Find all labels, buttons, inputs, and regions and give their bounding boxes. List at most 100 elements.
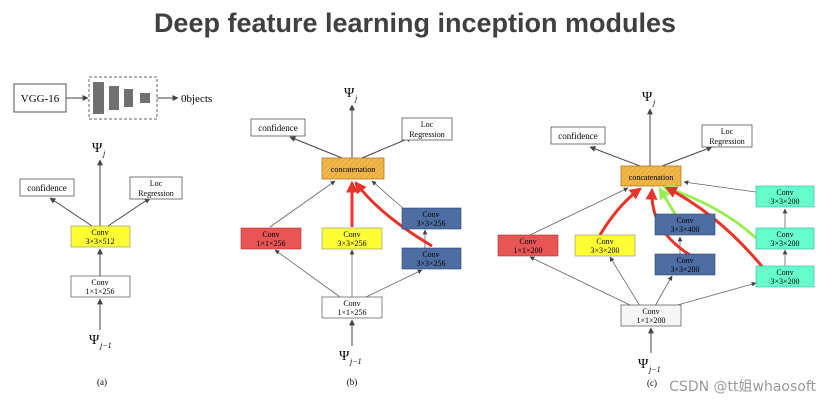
- b-concat: concatenation: [331, 165, 375, 174]
- c-conv-blue-bot: [654, 253, 716, 276]
- a-psi-prev: Ψ: [89, 333, 100, 348]
- a-psi-prev-sub: j−1: [99, 341, 112, 350]
- b-psi-j: Ψ: [344, 86, 355, 101]
- c-conv-blue-bot-2: 3×3×200: [670, 265, 699, 274]
- a-conv-main: [70, 225, 131, 248]
- c-line-tealtop-concat: [683, 180, 757, 193]
- b-conv-blue-bot-2: 3×3×256: [416, 259, 445, 268]
- b-conv-yellow: [321, 227, 383, 250]
- c-line-base-bluebot: [654, 275, 673, 307]
- diagram-a: Ψ j confidence Loc Regression Conv 3×3×5…: [19, 141, 183, 387]
- a-conv-base-1: Conv: [91, 278, 108, 287]
- b-conv-blue-bot: [401, 247, 462, 270]
- c-confidence-box: [550, 126, 606, 145]
- objects-label: 0bjects: [181, 93, 212, 105]
- a-arrow-to-loc: [107, 197, 151, 227]
- a-caption: (a): [97, 377, 107, 387]
- c-conv-base-1: Conv: [642, 307, 659, 316]
- a-psi-j: Ψ: [92, 141, 103, 156]
- b-concat-box: [321, 157, 385, 180]
- b-line-base-red: [274, 249, 341, 298]
- b-conv-base-1: Conv: [343, 299, 360, 308]
- vgg-label: VGG-16: [21, 93, 60, 105]
- feature-map-4: [140, 93, 150, 103]
- a-loc-1: Loc: [150, 179, 163, 188]
- b-caption: (b): [347, 377, 358, 387]
- c-psi-j-sub: j: [652, 98, 656, 107]
- c-conv-red-2: 1×1×200: [513, 246, 542, 255]
- b-line-base-bluebot: [365, 269, 423, 298]
- c-conv-teal-bot-2: 3×3×200: [770, 277, 799, 286]
- b-conv-blue-top-1: Conv: [422, 210, 439, 219]
- c-line-base-tealbot: [673, 281, 757, 307]
- b-confidence-box: [250, 118, 306, 137]
- b-loc-1: Loc: [421, 120, 434, 129]
- c-arrow-to-confidence: [589, 146, 641, 167]
- c-conv-teal-top-1: Conv: [776, 188, 793, 197]
- a-confidence: confidence: [27, 183, 66, 193]
- c-conv-teal-bot: [755, 265, 815, 288]
- b-line-red-concat: [269, 180, 336, 228]
- c-loc-1: Loc: [721, 127, 734, 136]
- c-conv-teal-bot-1: Conv: [776, 268, 793, 277]
- c-conv-teal-mid: [755, 227, 815, 250]
- c-loc-box: [701, 124, 753, 148]
- b-conv-red-2: 1×1×256: [256, 239, 285, 248]
- c-conv-teal-mid-1: Conv: [776, 230, 793, 239]
- c-arrow-to-loc: [661, 146, 713, 167]
- b-line-bluetop-concat: [371, 180, 406, 211]
- c-conv-teal-top-2: 3×3×200: [770, 197, 799, 206]
- c-confidence: confidence: [558, 131, 597, 141]
- c-conv-blue-top: [654, 213, 716, 236]
- a-conv-base: [70, 275, 131, 298]
- c-line-base-yellow: [609, 256, 641, 307]
- feature-map-2: [109, 86, 119, 110]
- b-conv-blue-bot-1: Conv: [422, 250, 439, 259]
- watermark: CSDN @tt姐whaosoft: [669, 379, 816, 395]
- c-psi-prev-sub: j−1: [648, 365, 661, 374]
- b-confidence: confidence: [258, 123, 297, 133]
- a-arrow-to-confidence: [49, 197, 93, 227]
- c-caption: (c): [647, 378, 657, 388]
- c-psi-j: Ψ: [642, 90, 653, 105]
- vgg-box: [13, 83, 67, 113]
- vgg-section: VGG-16 0bjects: [13, 76, 212, 120]
- a-loc-2: Regression: [138, 189, 174, 198]
- b-loc-box: [401, 117, 453, 141]
- diagram-c: Ψ j confidence Loc Regression concatenat…: [497, 90, 815, 388]
- c-conv-yellow-1: Conv: [596, 237, 613, 246]
- b-arrow-to-loc: [361, 136, 413, 159]
- c-red-arrow-teal: [664, 186, 767, 271]
- b-conv-blue-top-2: 3×3×256: [416, 219, 445, 228]
- b-conv-base-2: 1×1×256: [337, 308, 366, 317]
- b-conv-red: [240, 227, 302, 250]
- c-psi-prev: Ψ: [638, 357, 649, 372]
- b-loc-2: Regression: [409, 130, 445, 139]
- c-loc-2: Regression: [709, 137, 745, 146]
- c-conv-blue-bot-1: Conv: [676, 256, 693, 265]
- b-arrow-to-confidence: [289, 136, 343, 159]
- c-conv-base: [620, 304, 682, 327]
- c-conv-teal-top: [755, 185, 815, 208]
- c-concat: concatenation: [629, 173, 673, 182]
- feature-map-1: [93, 82, 104, 114]
- b-conv-yellow-2: 3×3×256: [337, 239, 366, 248]
- a-conv-main-2: 3×3×512: [85, 237, 114, 246]
- b-psi-j-sub: j: [354, 94, 358, 103]
- c-line-base-red: [529, 256, 633, 307]
- b-conv-blue-top: [401, 207, 462, 230]
- c-red-arrow-yellow: [598, 187, 642, 236]
- b-conv-base: [321, 296, 383, 319]
- c-green-arrow-blue: [658, 186, 677, 215]
- c-conv-blue-top-2: 3×3×400: [670, 225, 699, 234]
- a-confidence-box: [19, 178, 75, 197]
- c-conv-yellow-2: 3×3×200: [590, 246, 619, 255]
- c-conv-red: [497, 234, 559, 257]
- diagram-b: Ψ j confidence Loc Regression concatenat…: [240, 86, 462, 387]
- b-red-arrow-blue: [354, 181, 433, 248]
- b-conv-red-1: Conv: [262, 230, 279, 239]
- c-conv-yellow: [574, 234, 636, 257]
- c-concat-box: [620, 165, 682, 187]
